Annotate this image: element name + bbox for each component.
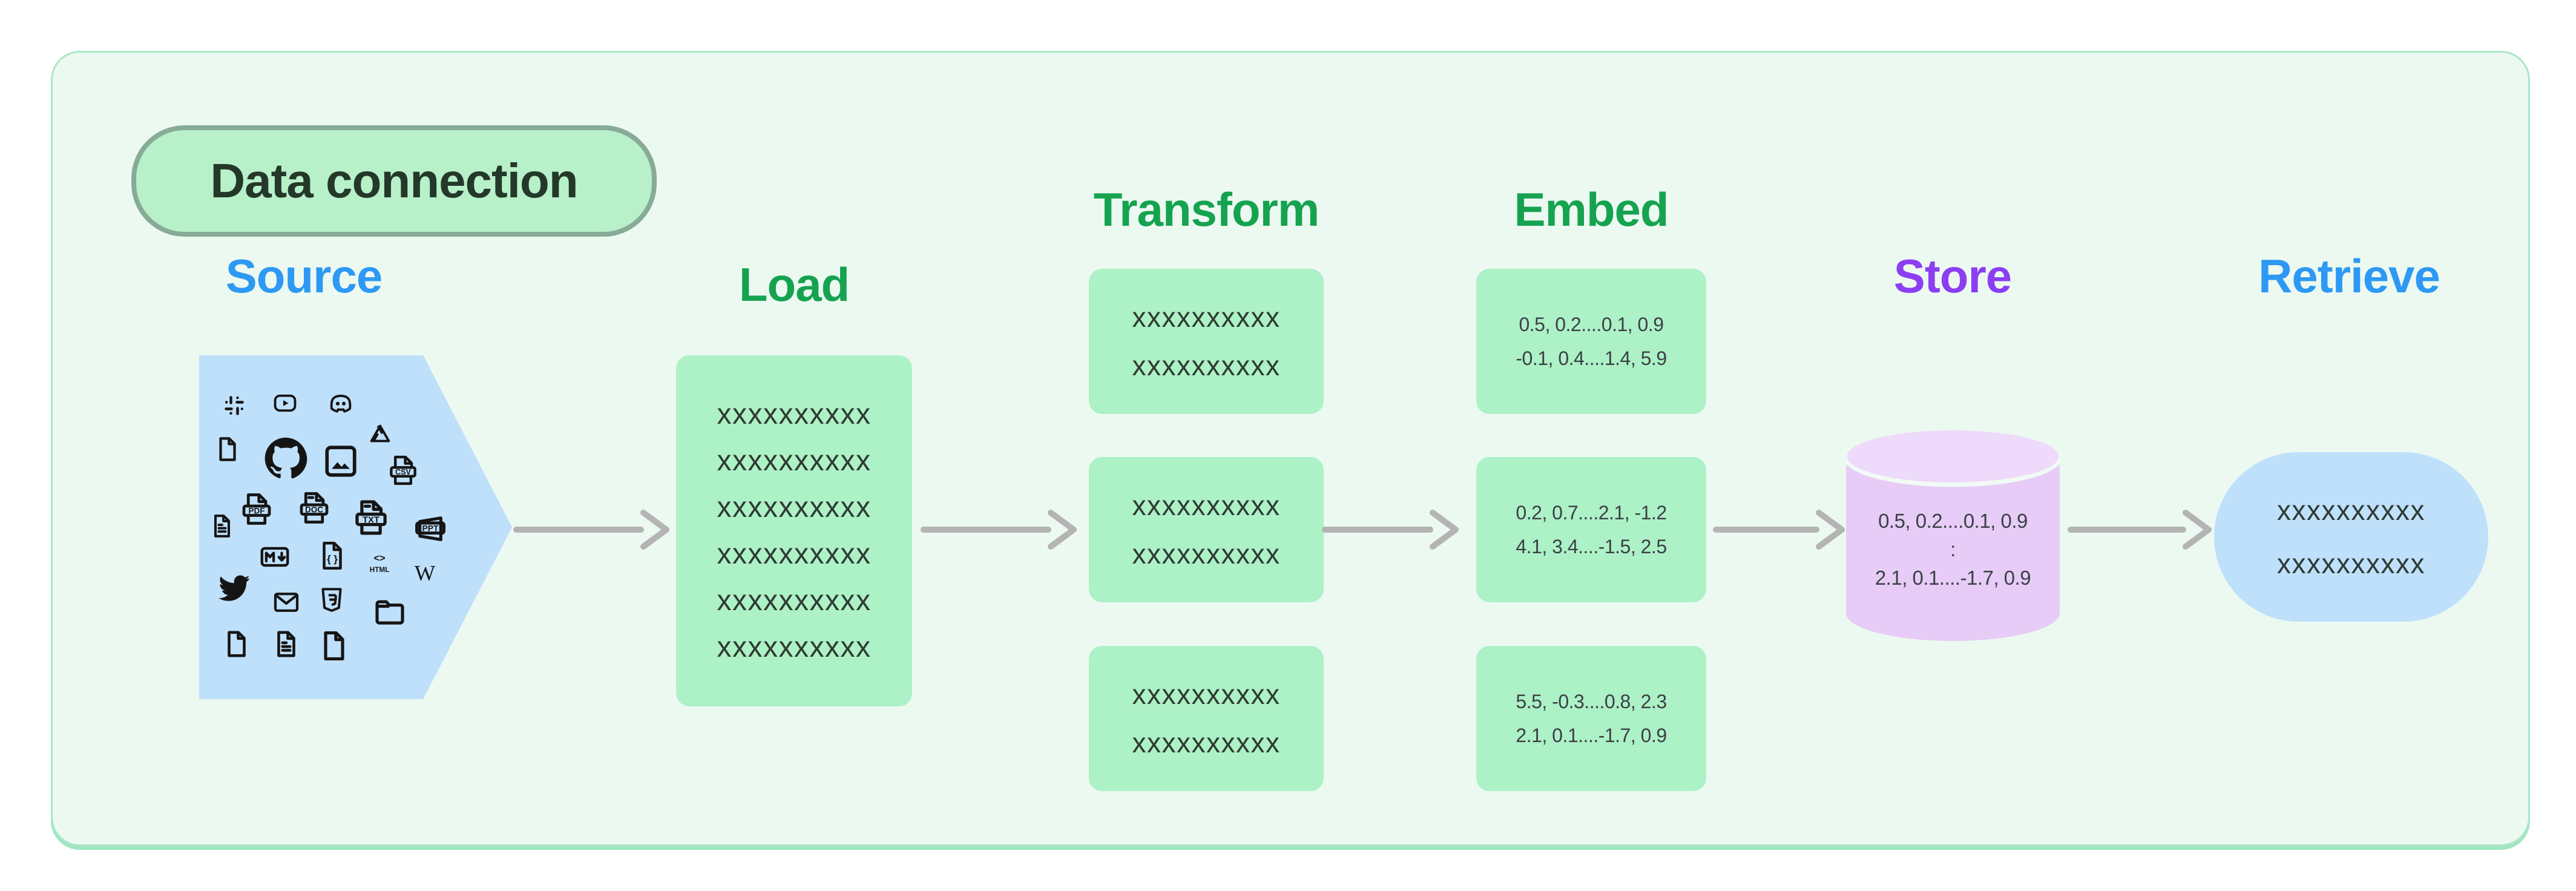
svg-text:HTML: HTML bbox=[370, 566, 390, 574]
txt-file-icon: TXT bbox=[351, 498, 391, 538]
chunk-line: xxxxxxxxxx bbox=[1132, 538, 1281, 570]
flow-arrow-source-to-load bbox=[513, 510, 669, 550]
vector-database-cylinder bbox=[1843, 429, 2063, 641]
flow-arrow-transform-to-embed bbox=[1322, 510, 1459, 550]
chunk-line: xxxxxxxxxx bbox=[1132, 679, 1281, 710]
svg-text:DOC: DOC bbox=[305, 505, 323, 515]
folder-icon bbox=[369, 594, 411, 628]
file-icon bbox=[317, 629, 351, 663]
svg-text:<>: <> bbox=[373, 553, 385, 564]
title-badge: Data connection bbox=[131, 125, 657, 237]
svg-text:TXT: TXT bbox=[363, 515, 380, 525]
vector-line: 2.1, 0.1....-1.7, 0.9 bbox=[1874, 567, 2031, 589]
chunk-line: xxxxxxxxxx bbox=[1132, 490, 1281, 521]
file-text-icon bbox=[209, 513, 235, 539]
chunk-line: xxxxxxxxxx bbox=[1132, 350, 1281, 381]
data-connection-card: Data connection Source Load Transform Em… bbox=[51, 51, 2530, 846]
load-line: xxxxxxxxxx bbox=[717, 631, 872, 663]
source-heading: Source bbox=[225, 249, 383, 303]
ppt-file-icon: PPT bbox=[411, 508, 450, 547]
slack-icon bbox=[221, 392, 248, 419]
file-icon bbox=[222, 629, 252, 659]
title-badge-label: Data connection bbox=[210, 154, 578, 208]
store-heading: Store bbox=[1893, 249, 2012, 303]
transform-chunk-box: xxxxxxxxxx xxxxxxxxxx bbox=[1089, 646, 1324, 791]
discord-icon bbox=[323, 390, 358, 418]
youtube-icon bbox=[269, 390, 301, 416]
svg-text:CSV: CSV bbox=[395, 468, 411, 476]
github-icon bbox=[261, 434, 310, 482]
vector-line: 4.1, 3.4....-1.5, 2.5 bbox=[1516, 536, 1667, 557]
flow-arrow-store-to-retrieve bbox=[2068, 510, 2212, 550]
vector-line: 5.5, -0.3....0.8, 2.3 bbox=[1516, 691, 1667, 712]
source-shape: CSV PDF DOC TXT PPT { } <> HTML W bbox=[199, 355, 512, 699]
load-box: xxxxxxxxxx xxxxxxxxxx xxxxxxxxxx xxxxxxx… bbox=[676, 355, 912, 706]
css-shield-icon bbox=[317, 583, 347, 617]
vector-line: 2.1, 0.1....-1.7, 0.9 bbox=[1516, 725, 1667, 746]
svg-text:{ }: { } bbox=[327, 553, 338, 565]
svg-text:PDF: PDF bbox=[249, 507, 265, 516]
embed-vector-box: 0.5, 0.2....0.1, 0.9 -0.1, 0.4....1.4, 5… bbox=[1476, 269, 1706, 414]
load-line: xxxxxxxxxx bbox=[717, 445, 872, 477]
doc-file-icon: DOC bbox=[296, 490, 332, 526]
file-icon bbox=[214, 435, 242, 463]
chunk-line: xxxxxxxxxx bbox=[1132, 301, 1281, 333]
transform-chunk-box: xxxxxxxxxx xxxxxxxxxx bbox=[1089, 269, 1324, 414]
markdown-icon bbox=[255, 541, 295, 573]
database-icon bbox=[1843, 430, 2063, 641]
twitter-icon bbox=[214, 571, 255, 605]
load-line: xxxxxxxxxx bbox=[717, 585, 872, 617]
vector-line: -0.1, 0.4....1.4, 5.9 bbox=[1516, 347, 1667, 369]
load-line: xxxxxxxxxx bbox=[717, 492, 872, 524]
result-line: xxxxxxxxxx bbox=[2277, 548, 2425, 579]
flow-arrow-embed-to-store bbox=[1713, 510, 1845, 550]
mail-icon bbox=[268, 588, 305, 616]
transform-heading: Transform bbox=[1093, 183, 1319, 236]
file-text-icon bbox=[271, 629, 301, 659]
html-icon: <> HTML bbox=[361, 551, 398, 577]
embed-vector-box: 5.5, -0.3....0.8, 2.3 2.1, 0.1....-1.7, … bbox=[1476, 646, 1706, 791]
pdf-file-icon: PDF bbox=[238, 491, 275, 527]
google-drive-icon bbox=[366, 421, 394, 447]
transform-chunk-box: xxxxxxxxxx xxxxxxxxxx bbox=[1089, 457, 1324, 602]
json-file-icon: { } bbox=[316, 539, 349, 572]
vector-line: 0.2, 0.7....2.1, -1.2 bbox=[1516, 502, 1667, 524]
load-heading: Load bbox=[738, 258, 850, 311]
embed-vector-box: 0.2, 0.7....2.1, -1.2 4.1, 3.4....-1.5, … bbox=[1476, 457, 1706, 602]
load-line: xxxxxxxxxx bbox=[717, 398, 872, 430]
wikipedia-icon: W bbox=[409, 559, 441, 587]
result-line: xxxxxxxxxx bbox=[2277, 495, 2425, 526]
svg-text:PPT: PPT bbox=[422, 523, 439, 533]
vector-line: 0.5, 0.2....0.1, 0.9 bbox=[1519, 314, 1664, 335]
svg-text:W: W bbox=[415, 561, 436, 585]
embed-heading: Embed bbox=[1514, 183, 1669, 236]
flow-arrow-load-to-transform bbox=[921, 510, 1077, 550]
store-values: 0.5, 0.2....0.1, 0.9 : 2.1, 0.1....-1.7,… bbox=[1846, 507, 2060, 592]
chunk-line: xxxxxxxxxx bbox=[1132, 727, 1281, 758]
retrieve-result-pill: xxxxxxxxxx xxxxxxxxxx bbox=[2214, 452, 2488, 622]
vector-ellipsis: : bbox=[1950, 538, 1956, 561]
csv-file-icon: CSV bbox=[386, 453, 420, 487]
vector-line: 0.5, 0.2....0.1, 0.9 bbox=[1878, 510, 2028, 532]
load-line: xxxxxxxxxx bbox=[717, 538, 872, 570]
image-icon bbox=[322, 442, 360, 480]
retrieve-heading: Retrieve bbox=[2258, 249, 2440, 303]
